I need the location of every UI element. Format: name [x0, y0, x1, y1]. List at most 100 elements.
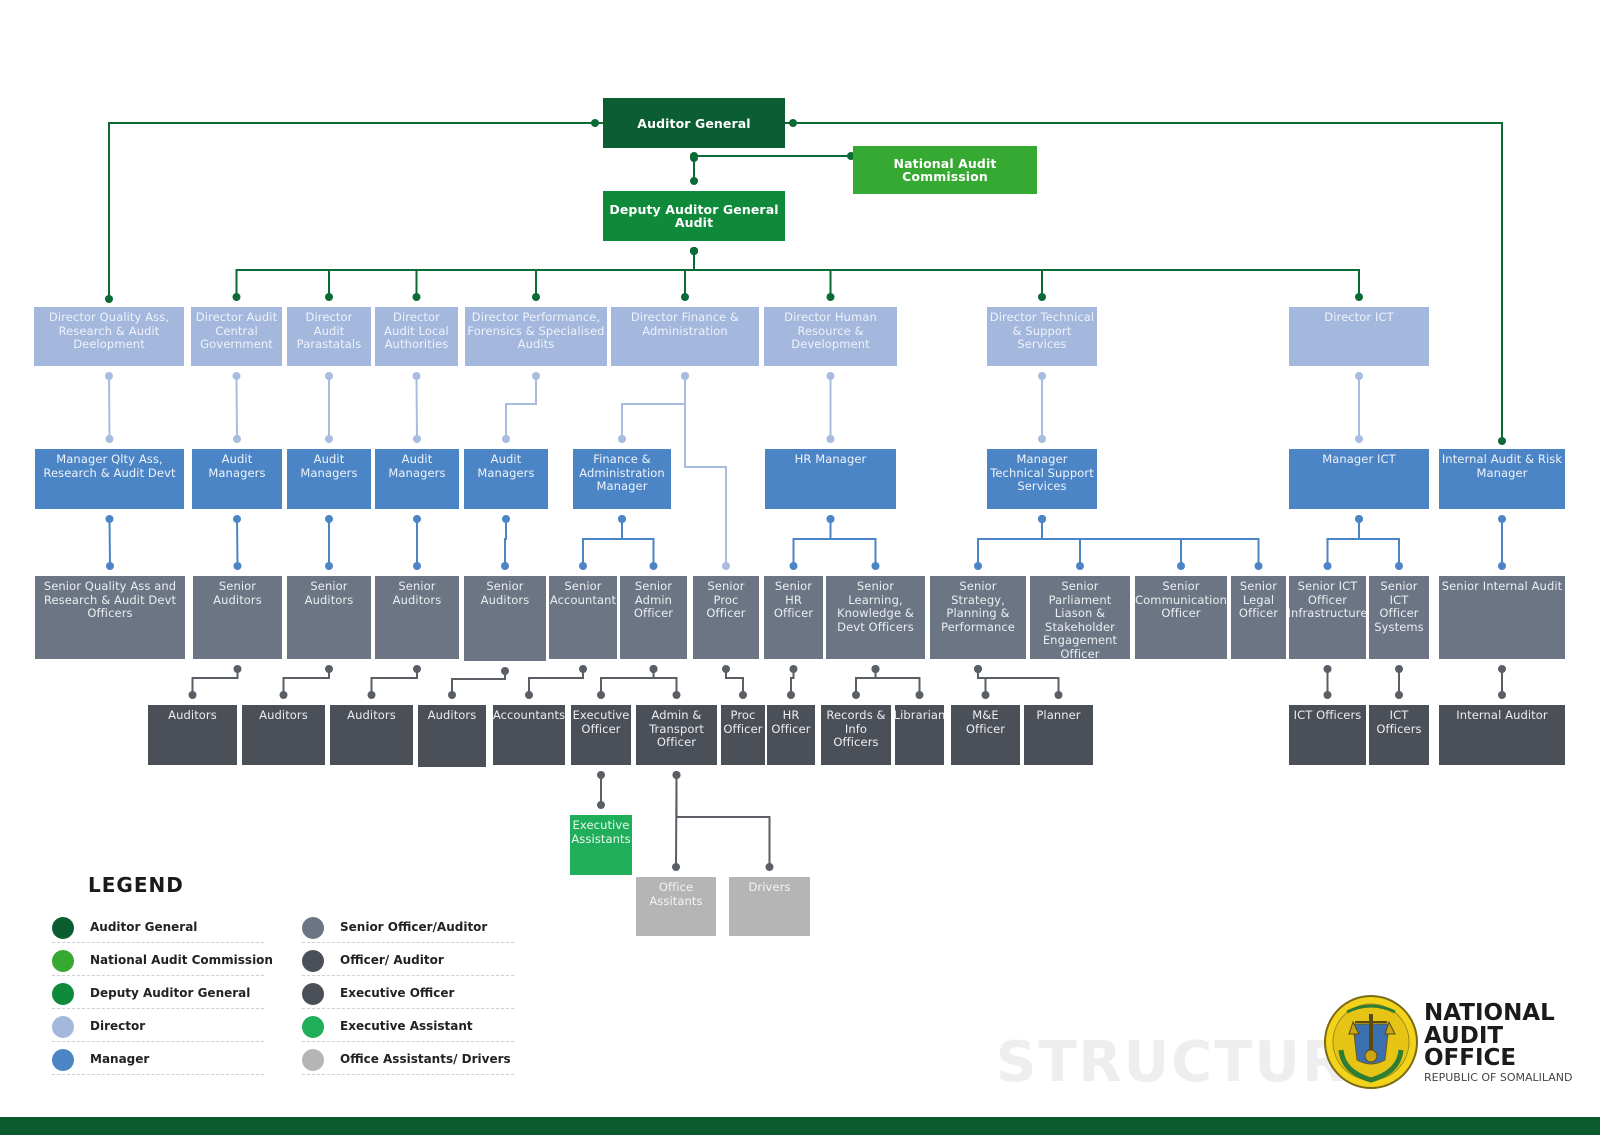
- connector-d9-m9-dot-start: [1355, 372, 1363, 380]
- org-node-d1: Director Quality Ass, Research & Audit D…: [34, 307, 184, 366]
- connector-s10-o11-dot-start: [871, 665, 880, 673]
- connector-s5-o4-dot-end: [448, 691, 456, 699]
- org-node-o3: Auditors: [330, 705, 413, 765]
- org-node-s12: Senior Parliament Liason & Stakeholder E…: [1030, 576, 1130, 659]
- legend-swatch-icon: [302, 1049, 324, 1071]
- connector-d2-m2-dot-end: [233, 435, 241, 443]
- connector-dag-d4: [415, 251, 695, 297]
- organization-name-line-1: NATIONAL: [1424, 1000, 1555, 1026]
- connector-m8-s11-dot-end: [974, 562, 982, 570]
- connector-dag-d4-dot-end: [412, 293, 421, 301]
- connector-s2-o1-dot-end: [188, 691, 197, 699]
- structure-watermark: STRUCTURE: [996, 1030, 1388, 1095]
- connector-o6-ea-dot-start: [597, 771, 605, 779]
- connector-m6-s6-dot-end: [579, 562, 587, 570]
- legend-item: Senior Officer/Auditor: [302, 913, 514, 943]
- connector-m1-s1-dot-start: [105, 515, 114, 523]
- connector-s8-o8-dot-start: [722, 665, 730, 673]
- connector-s4-o3-dot-start: [413, 665, 421, 673]
- connector-s10-o10: [855, 669, 877, 695]
- legend-label: Manager: [90, 1052, 150, 1066]
- org-node-m3: Audit Managers: [287, 449, 371, 509]
- connector-s4-o3: [370, 669, 418, 695]
- connector-s7-o7-dot-end: [672, 691, 681, 699]
- coat-of-arms-seal-icon: [1324, 995, 1418, 1089]
- connector-s11-o13-dot-end: [1054, 691, 1063, 699]
- legend-swatch-icon: [302, 917, 324, 939]
- legend-item: Manager: [52, 1045, 264, 1075]
- connector-m8-s14-dot-end: [1254, 562, 1263, 570]
- legend-item: Auditor General: [52, 913, 264, 943]
- org-node-o7: Admin & Transport Officer: [636, 705, 717, 765]
- legend-item: Director: [52, 1012, 264, 1042]
- org-node-o12: M&E Officer: [951, 705, 1020, 765]
- connector-s10-o11-dot-end: [915, 691, 924, 699]
- connector-m7-s9: [792, 519, 832, 566]
- org-node-o9: HR Officer: [767, 705, 815, 765]
- org-node-s4: Senior Auditors: [375, 576, 459, 659]
- connector-d6-m6: [621, 376, 686, 439]
- connector-s4-o3-dot-end: [367, 691, 376, 699]
- legend-swatch-icon: [302, 1016, 324, 1038]
- connector-m1-s1-dot-end: [106, 562, 114, 570]
- legend-swatch-icon: [52, 917, 74, 939]
- connector-m6-s7-dot-start: [618, 515, 626, 523]
- connector-d8-m8-dot-end: [1038, 435, 1046, 443]
- connector-s11-o12-dot-end: [981, 691, 990, 699]
- org-node-dag: Deputy Auditor General Audit: [603, 191, 785, 241]
- connector-s16-o15-dot-start: [1395, 665, 1403, 673]
- connector-s15-o14-dot-start: [1323, 665, 1332, 673]
- legend-title: LEGEND: [88, 873, 184, 897]
- connector-dag-d2: [235, 251, 695, 297]
- connector-d6-s8-dot-end: [722, 562, 730, 570]
- organization-name-line-2: AUDIT: [1424, 1022, 1504, 1049]
- org-node-d4: Director Audit Local Authorities: [375, 307, 458, 366]
- org-node-s6: Senior Accountant: [549, 576, 617, 659]
- connector-d1-m1-dot-end: [105, 435, 114, 443]
- connector-s6-o5-dot-end: [525, 691, 533, 699]
- connector-m9-s15: [1326, 519, 1360, 566]
- org-node-m10: Internal Audit & Risk Manager: [1439, 449, 1565, 509]
- organization-name-line-3: OFFICE: [1424, 1045, 1517, 1071]
- connector-m5-s5-dot-start: [502, 515, 510, 523]
- legend-swatch-icon: [302, 983, 324, 1005]
- connector-m10-s17-dot-start: [1498, 515, 1506, 523]
- connector-dag-d7: [693, 251, 832, 297]
- connector-d7-m7-dot-start: [826, 372, 835, 380]
- org-node-d5: Director Performance, Forensics & Specia…: [465, 307, 607, 366]
- connector-d4-m4: [415, 375, 418, 440]
- org-node-oa: Office Assitants: [636, 877, 716, 936]
- org-node-o6: Executive Officer: [571, 705, 631, 765]
- connector-dag-d7-dot-end: [826, 293, 835, 301]
- org-node-d2: Director Audit Central Government: [191, 307, 282, 366]
- connector-ag-dag-dot-end: [690, 177, 698, 185]
- connector-dag-d6: [684, 251, 695, 297]
- connector-ag-d1: [108, 122, 603, 299]
- connector-s3-o2-dot-end: [279, 691, 288, 699]
- connector-m3-s3-dot-end: [325, 562, 333, 570]
- connector-s17-o16-dot-end: [1498, 691, 1506, 699]
- org-node-s2: Senior Auditors: [193, 576, 282, 659]
- legend-label: Auditor General: [90, 920, 198, 934]
- connector-s8-o8: [725, 669, 744, 695]
- connector-m8-s12: [1041, 519, 1081, 566]
- connector-s11-o13-dot-start: [974, 665, 982, 673]
- connector-s2-o1: [191, 669, 239, 695]
- org-node-s11: Senior Strategy, Planning & Performance: [930, 576, 1026, 659]
- connector-s3-o2: [282, 669, 330, 695]
- org-node-d8: Director Technical & Support Services: [987, 307, 1097, 366]
- connector-ag-m10-dot-0: [789, 119, 797, 127]
- connector-s15-o14-dot-end: [1323, 691, 1332, 699]
- legend-label: National Audit Commission: [90, 953, 273, 967]
- connector-m8-s11: [977, 519, 1043, 566]
- connector-m8-s14-dot-start: [1038, 515, 1046, 523]
- connector-m2-s2: [236, 518, 239, 567]
- org-node-o15: ICT Officers: [1369, 705, 1429, 765]
- connector-s7-o6-dot-end: [597, 691, 605, 699]
- connector-dag-d9-dot-end: [1355, 293, 1363, 301]
- connector-m9-s16-dot-end: [1395, 562, 1403, 570]
- connector-s10-o10-dot-end: [852, 691, 860, 699]
- connector-s9-o9-dot-end: [787, 691, 795, 699]
- connector-o7-dr-dot-end: [765, 863, 774, 871]
- connector-s6-o5: [528, 669, 584, 695]
